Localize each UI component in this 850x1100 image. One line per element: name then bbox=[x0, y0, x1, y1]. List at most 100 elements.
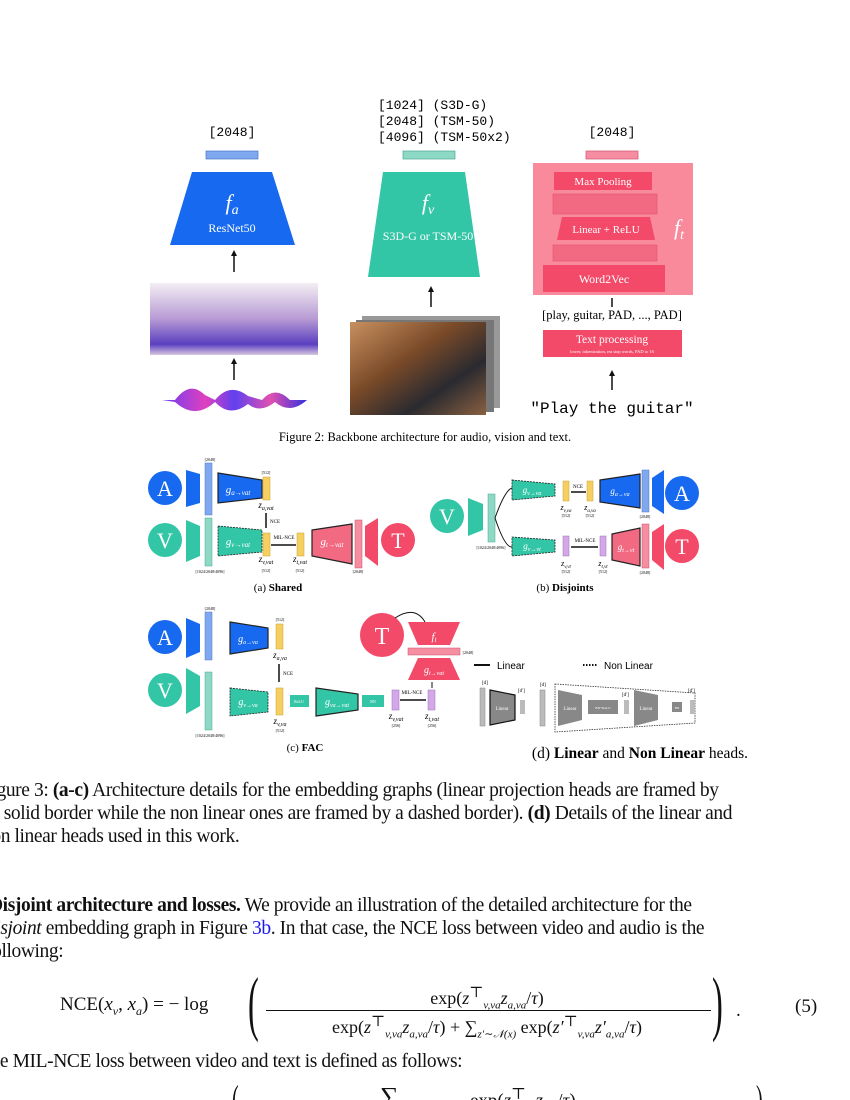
milnce-label: MIL-NCE bbox=[274, 536, 295, 541]
linear-label: Linear bbox=[495, 707, 508, 712]
z-t-label: zt,vat bbox=[292, 554, 307, 566]
heads-diagram: Linear Non Linear [d] Linear [d'] [d] Li… bbox=[474, 661, 748, 762]
audio-backbone-block bbox=[170, 172, 295, 245]
arrow-icon bbox=[609, 370, 615, 376]
dim-label: [512] bbox=[586, 513, 595, 518]
word2vec-label: Word2Vec bbox=[579, 272, 629, 286]
dim-label: [512] bbox=[296, 568, 305, 573]
g-a-label: ga→vat bbox=[226, 484, 252, 497]
fac-graph: A [2048] ga→va [512] za,va NCE V [1024/2… bbox=[148, 606, 474, 754]
shared-graph: A [2048] ga→vat [512] za,vat NCE V [1024… bbox=[148, 457, 415, 594]
g-t-label: gt→vat bbox=[321, 536, 345, 549]
dim-label: [1024/2048/4096] bbox=[477, 545, 507, 550]
z-v-label: zv,vat bbox=[258, 554, 274, 566]
audio-node bbox=[148, 471, 182, 505]
subfig-d-label: (d) Linear and Non Linear heads. bbox=[532, 745, 748, 762]
audio-node-label: A bbox=[157, 476, 173, 501]
bn-label: BN bbox=[370, 699, 376, 704]
z-tvt-label: zt,vt bbox=[597, 559, 608, 570]
dim-label: [1024/2048/4096] bbox=[196, 569, 226, 574]
figure-2: [2048] fa ResNet50 [1024] (S3D-G) [2048]… bbox=[150, 98, 694, 444]
dim-label: [512] bbox=[262, 568, 271, 573]
fac-ft-label: ft bbox=[431, 631, 437, 644]
legend-linear: Linear bbox=[497, 661, 525, 672]
guitar-video-frame bbox=[350, 322, 486, 415]
dim-label: [512] bbox=[276, 617, 285, 622]
figure-3b-link[interactable]: 3b bbox=[252, 918, 271, 939]
bnrelu-label: BN+ReLU bbox=[595, 706, 611, 710]
figure-3-caption-line-3: non linear heads used in this work. bbox=[0, 826, 240, 847]
video-node-label: V bbox=[157, 528, 173, 553]
paragraph-mil-nce: The MIL-NCE loss between video and text … bbox=[0, 1051, 463, 1072]
dim-label: [512] bbox=[276, 728, 285, 733]
milnce-label: MIL-NCE bbox=[575, 539, 596, 544]
subfig-c-label: (c) FAC bbox=[287, 742, 324, 754]
dim-label: [2048] bbox=[353, 569, 364, 574]
figure-3-caption-line-2: a solid border while the non linear ones… bbox=[0, 803, 733, 824]
text-node-label: T bbox=[675, 534, 689, 559]
z-a-label: za,vat bbox=[257, 500, 274, 512]
subfig-b-label: (b) Disjoints bbox=[536, 582, 594, 594]
milnce-label: MIL-NCE bbox=[402, 691, 423, 696]
nce-label: NCE bbox=[270, 520, 280, 525]
spectrogram-image bbox=[150, 283, 318, 355]
paragraph-line-3: following: bbox=[0, 941, 64, 962]
relu-label: ReLU bbox=[294, 699, 304, 704]
linear-label: Linear bbox=[563, 707, 576, 712]
video-dim-label-1: [1024] (S3D-G) bbox=[378, 98, 487, 113]
video-func-label: fv bbox=[422, 190, 435, 218]
video-node-label: V bbox=[439, 504, 455, 529]
max-pooling-label: Max Pooling bbox=[574, 176, 632, 188]
audio-node-label: A bbox=[674, 481, 690, 506]
dim-label: [256] bbox=[428, 723, 437, 728]
g-v-label: gv→vat bbox=[226, 536, 251, 549]
paragraph-line-2: disjoint embedding graph in Figure 3b. I… bbox=[0, 918, 705, 939]
dim-label: [2048] bbox=[463, 650, 474, 655]
z-ava-label: za,va bbox=[583, 503, 596, 514]
bn-label: BN bbox=[675, 706, 680, 710]
subfig-a-label: (a) Shared bbox=[254, 582, 302, 594]
linear-relu-label: Linear + ReLU bbox=[572, 224, 639, 236]
dim-label: [2048] bbox=[205, 457, 216, 462]
video-node-label: V bbox=[157, 678, 173, 703]
paragraph-line-1: Disjoint architecture and losses. We pro… bbox=[0, 895, 692, 916]
video-dim-label-3: [4096] (TSM-50x2) bbox=[378, 130, 511, 145]
dim-label: [d] bbox=[482, 681, 488, 686]
dim-label: [512] bbox=[599, 569, 608, 574]
figure-2-caption: Figure 2: Backbone architecture for audi… bbox=[279, 430, 571, 444]
dim-label: [d'] bbox=[518, 689, 525, 694]
z-tvat-label: zt,vat bbox=[424, 711, 439, 723]
dim-label: [d'] bbox=[688, 689, 695, 694]
arrow-icon bbox=[428, 286, 434, 292]
linear-label: Linear bbox=[639, 707, 652, 712]
dim-label: [2048] bbox=[640, 514, 651, 519]
disjoint-graph: V [1024/2048/4096] gv→va zv,va [512] NCE… bbox=[430, 469, 699, 594]
waveform-image bbox=[162, 388, 307, 411]
audio-dim-label: [2048] bbox=[209, 125, 256, 140]
figure-3-caption-line-1: Figure 3: (a-c) Architecture details for… bbox=[0, 780, 719, 801]
z-vvt-label: zv,vt bbox=[560, 559, 571, 570]
text-node-label: T bbox=[391, 528, 405, 553]
audio-node-label: A bbox=[157, 625, 173, 650]
equation-number: (5) bbox=[795, 996, 818, 1017]
dim-label: [512] bbox=[262, 470, 271, 475]
video-backbone-name: S3D-G or TSM-50 bbox=[383, 229, 473, 243]
dim-label: [512] bbox=[562, 569, 571, 574]
dim-label: [d'] bbox=[622, 693, 629, 698]
z-vva-label: zv,va bbox=[273, 716, 287, 728]
dim-label: [d] bbox=[540, 683, 546, 688]
z-vva-label: zv,va bbox=[560, 503, 572, 514]
audio-backbone-name: ResNet50 bbox=[208, 221, 255, 235]
video-dim-label-2: [2048] (TSM-50) bbox=[378, 114, 495, 129]
text-processing-label: Text processing bbox=[576, 334, 649, 346]
token-list: [play, guitar, PAD, ..., PAD] bbox=[542, 308, 682, 322]
text-input-example: "Play the guitar" bbox=[530, 400, 693, 418]
dim-label: [2048] bbox=[205, 606, 216, 611]
text-processing-detail: lower, tokenization, rm stop words, PAD … bbox=[570, 349, 654, 355]
text-func-label: ft bbox=[674, 215, 685, 243]
text-node-label: T bbox=[375, 624, 390, 650]
dim-label: [1024/2048/4096] bbox=[196, 733, 226, 738]
dim-label: [2048] bbox=[640, 570, 651, 575]
text-dim-label: [2048] bbox=[589, 125, 636, 140]
dim-label: [256] bbox=[392, 723, 401, 728]
